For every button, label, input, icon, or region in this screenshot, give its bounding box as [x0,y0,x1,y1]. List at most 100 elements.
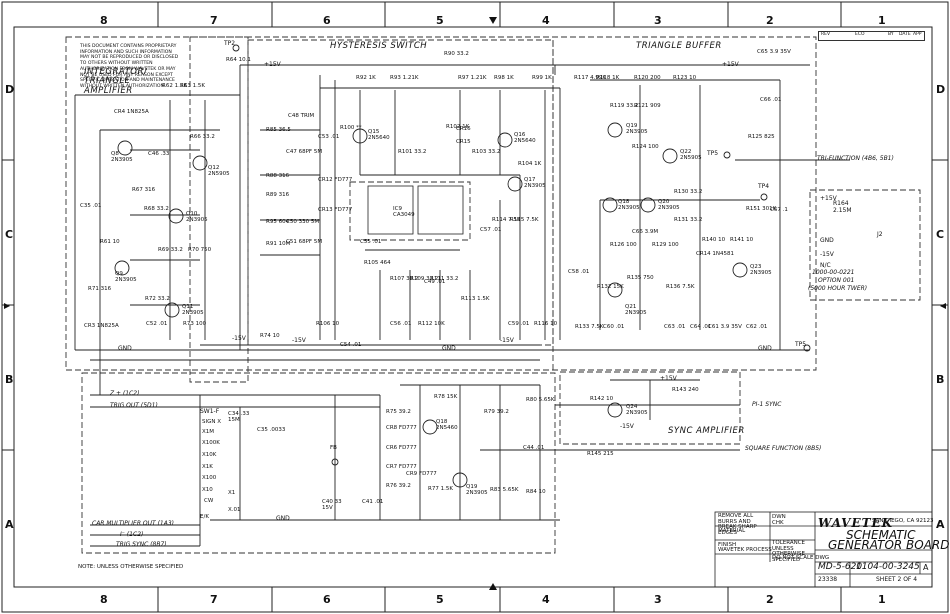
component-r97: R97 1.21K [458,75,487,81]
component-r112: R112 10K [418,321,445,327]
zone-side-right-d: D [936,83,946,96]
gnd-label-2: GND [442,345,456,352]
section-integrator: INTEGRATOR/ TRIANGLE AMPLIFIER [84,67,148,96]
component-r124: R124 100 [632,144,659,150]
component-r121: R121 909 [634,103,661,109]
component-r143: R143 240 [672,387,699,393]
component-c41: C41 .01 [362,499,384,505]
component-cr13: CR13 FD777 [318,207,353,213]
signal-z-plus: Z + (1C2) [110,390,140,397]
note: NOTE: UNLESS OTHERWISE SPECIFIED [78,564,184,570]
component-r71: R71 316 [88,286,112,292]
component-r131: R131 33.2 [674,217,703,223]
component-r92: R92 1K [356,75,376,81]
component-c40: C40 33 15V [322,499,342,511]
component-c51: C51 68PF 5M [286,239,323,245]
component-r123: R123 10 [673,75,697,81]
component-q22: Q22 2N5905 [680,149,702,161]
rev-col-date: DATE [899,32,911,37]
zone-bottom-1: 1 [878,593,886,606]
tp5b-label: TP5 [707,150,719,157]
rev-col-rev: REV [821,32,831,37]
component-cr9: CR9 FD777 [406,471,437,477]
gnd-label-3: GND [758,345,772,352]
component-q24: Q24 2N3905 [626,404,648,416]
component-c47: C47 68PF 5M [286,149,323,155]
component-cr6: CR6 FD777 [386,445,417,451]
section-hysteresis: HYSTERESIS SWITCH [330,41,428,51]
component-q23: Q23 2N3905 [750,264,772,276]
zone-bottom-4: 4 [542,593,550,606]
component-c66b: C66 3.9M [632,229,659,235]
signal-pi-sync: PI-1 SYNC [752,401,782,408]
title-schematic: SCHEMATIC [846,528,916,542]
component-r63: R63 1.5K [180,83,205,89]
component-q8: Q8 2N3905 [111,151,133,163]
minus15-label-3: -15V [500,337,514,344]
component-c56: C56 .01 [390,321,412,327]
mux-x01: X.01 [228,507,241,513]
component-q18: Q18 2N3905 [618,199,640,211]
component-r109: R109 33.2 [410,276,439,282]
option-line3: (5000 HOUR TWER) [808,285,868,292]
revision-block [818,31,925,41]
zone-top-5: 5 [436,14,444,27]
component-r69: R69 33.2 [158,247,183,253]
component-r85: R85 36.5 [266,127,291,133]
rev-col-by: BY [888,32,894,37]
component-r132: R132 15K [597,284,624,290]
component-r80: R80 5.65K [526,397,555,403]
jumper-nc: N/C [820,262,831,269]
component-r107: R107 33.2 [390,276,419,282]
option-line2: OPTION 001 [818,277,855,284]
finish-label: FINISH [718,542,737,548]
switch-label: SW1-F [200,408,220,415]
component-c35-small: C35 .01 [80,203,102,209]
plus15-label-3: +15V [660,375,677,382]
component-q18-lower: Q18 2N5460 [436,419,458,431]
mux-x1m: X1M [202,429,215,435]
component-c49: C49 .01 [424,279,446,285]
component-r136: R136 7.5K [666,284,695,290]
component-r126: R126 100 [610,242,637,248]
gnd-label-1: GND [118,345,132,352]
component-r102: R102 1K [446,124,470,130]
component-cr12: CR12 FD777 [318,177,353,183]
component-r113: R113 1.5K [461,296,490,302]
component-c57: C57 .01 [480,227,502,233]
signal-tri-function: TRI-FUNCTION (4B6, 5B1) [817,155,894,162]
component-r100: R100 ** [340,125,362,131]
component-cr15: CR15 [456,139,471,145]
component-r62: R62 1.5K [162,83,187,89]
component-c65: C65 3.9 35V [757,49,791,55]
component-c59: C59 .01 [508,321,530,327]
component-r76: R76 39.2 [386,483,411,489]
jumper-j2: J2 [877,231,883,238]
tp2-label: TP2 [224,40,236,47]
mux-x1: X1 [228,490,236,496]
component-c54: C54 .01 [340,342,362,348]
zone-side-right-c: C [936,228,945,241]
component-r88: R88 316 [266,173,290,179]
zone-top-3: 3 [654,14,662,27]
material-label: MATERIAL [718,528,746,534]
component-r142: R142 10 [590,396,614,402]
signal-square-function: SQUARE FUNCTION (8B5) [745,445,822,452]
mux-x10k: X10K [202,452,217,458]
mux-x100k: X100K [202,440,220,446]
component-cr14: CR14 1N4581 [696,251,735,257]
zone-bottom-7: 7 [210,593,218,606]
zone-top-7: 7 [210,14,218,27]
component-q20: Q20 2N3905 [658,199,680,211]
tp5-label: TP5 [795,341,807,348]
component-c48: C48 TRIM [288,113,315,119]
component-r103: R103 33.2 [472,149,501,155]
zone-side-left-d: D [5,83,15,96]
jumper-r164-value: 2.15M [833,207,852,214]
component-r99: R99 1K [532,75,552,81]
jumper-minus15: -15V [820,251,834,258]
component-r66: R66 33.2 [190,134,215,140]
component-c64: C64 .01 [690,324,712,330]
component-c53: C53 .01 [318,134,340,140]
mux-x10: X10 [202,487,213,493]
